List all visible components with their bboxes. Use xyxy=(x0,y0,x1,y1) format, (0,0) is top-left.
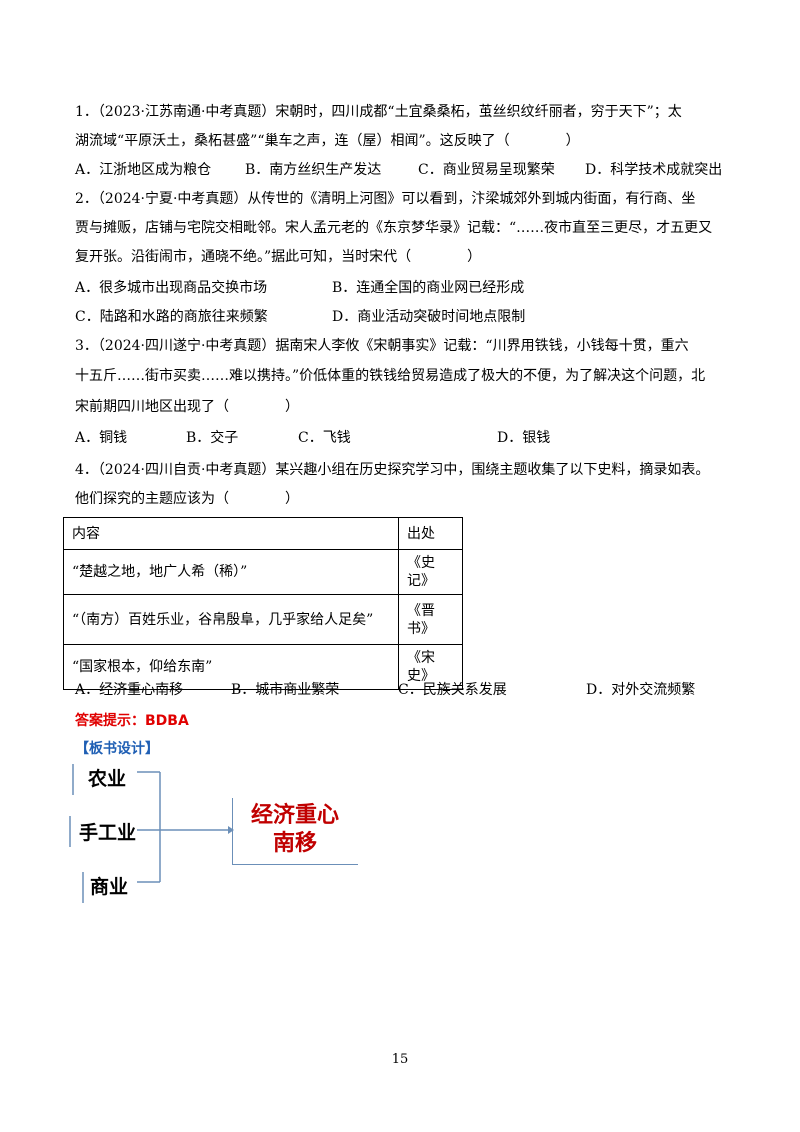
board-node-commerce: 商业 xyxy=(90,876,129,898)
q4-option-c: C．民族关系发展 xyxy=(398,682,507,698)
table-cell-content: “楚越之地，地广人希（稀）” xyxy=(63,549,399,595)
q1-option-a: A．江浙地区成为粮仓 xyxy=(75,162,212,178)
q2-stem-line1: 2．（2024·宁夏·中考真题）从传世的《清明上河图》可以看到，汴梁城郊外到城内… xyxy=(75,191,696,207)
q1-stem-line1: 1．（2023·江苏南通·中考真题）宋朝时，四川成都“土宜桑桑柘，茧丝织纹纤丽者… xyxy=(75,104,682,120)
q2-option-b: B．连通全国的商业网已经形成 xyxy=(332,280,525,296)
q2-option-d: D．商业活动突破时间地点限制 xyxy=(332,309,526,325)
board-node-handicraft: 手工业 xyxy=(79,822,137,844)
answer-hint: 答案提示：BDBA xyxy=(75,713,189,729)
q1-option-c: C．商业贸易呈现繁荣 xyxy=(418,162,555,178)
board-node-agriculture: 农业 xyxy=(88,768,127,790)
q4-option-a: A．经济重心南移 xyxy=(75,682,184,698)
q2-option-a: A．很多城市出现商品交换市场 xyxy=(75,280,268,296)
table-cell-source: 《宋史》 xyxy=(398,644,463,690)
q1-stem-line2: 湖流域“平原沃土，桑柘甚盛”“巢车之声，连（屋）相闻”。这反映了（ ） xyxy=(75,133,580,149)
board-result-box xyxy=(232,798,358,865)
q3-stem-line1: 3．（2024·四川遂宁·中考真题）据南宋人李攸《宋朝事实》记载：“川界用铁钱，… xyxy=(75,338,689,354)
q2-stem-line2: 贾与摊贩，店铺与宅院交相毗邻。宋人孟元老的《东京梦华录》记载：“……夜市直至三更… xyxy=(75,220,713,236)
table-header-content: 内容 xyxy=(63,517,399,550)
q1-option-d: D．科学技术成就突出 xyxy=(585,162,723,178)
table-cell-content: “国家根本，仰给东南” xyxy=(63,644,399,690)
table-header-row: 内容 出处 xyxy=(63,517,463,550)
page-number: 15 xyxy=(391,1052,409,1067)
table-header-source: 出处 xyxy=(398,517,463,550)
q3-stem-line2: 十五斤……街市买卖……难以携持。”价低体重的铁钱给贸易造成了极大的不便，为了解决… xyxy=(75,368,706,384)
q4-stem-line1: 4．（2024·四川自贡·中考真题）某兴趣小组在历史探究学习中，围绕主题收集了以… xyxy=(75,462,710,478)
q4-option-d: D．对外交流频繁 xyxy=(586,682,696,698)
q4-source-table: 内容 出处 “楚越之地，地广人希（稀）” 《史记》 “（南方）百姓乐业，谷帛殷阜… xyxy=(63,517,463,690)
q3-option-c: C．飞钱 xyxy=(298,430,351,446)
q3-stem-line3: 宋前期四川地区出现了（ ） xyxy=(75,399,299,415)
q1-option-b: B．南方丝织生产发达 xyxy=(245,162,382,178)
board-result-text: 经济重心 南移 xyxy=(236,802,354,858)
q2-stem-line3: 复开张。沿街闹市，通晓不绝。”据此可知，当时宋代（ ） xyxy=(75,249,482,265)
q4-stem-line2: 他们探究的主题应该为（ ） xyxy=(75,491,299,507)
table-cell-source: 《晋书》 xyxy=(398,594,463,645)
q3-option-b: B．交子 xyxy=(186,430,239,446)
board-design-title: 【板书设计】 xyxy=(75,741,159,757)
q4-option-b: B．城市商业繁荣 xyxy=(231,682,340,698)
table-row: “（南方）百姓乐业，谷帛殷阜，几乎家给人足矣” 《晋书》 xyxy=(63,594,463,645)
table-cell-content: “（南方）百姓乐业，谷帛殷阜，几乎家给人足矣” xyxy=(63,594,399,645)
board-result-line2: 南移 xyxy=(272,831,317,856)
table-row: “国家根本，仰给东南” 《宋史》 xyxy=(63,644,463,690)
table-row: “楚越之地，地广人希（稀）” 《史记》 xyxy=(63,549,463,595)
table-cell-source: 《史记》 xyxy=(398,549,463,595)
q3-option-d: D．银钱 xyxy=(497,430,551,446)
board-result-line1: 经济重心 xyxy=(250,803,339,828)
q3-option-a: A．铜钱 xyxy=(75,430,128,446)
q2-option-c: C．陆路和水路的商旅往来频繁 xyxy=(75,309,268,325)
